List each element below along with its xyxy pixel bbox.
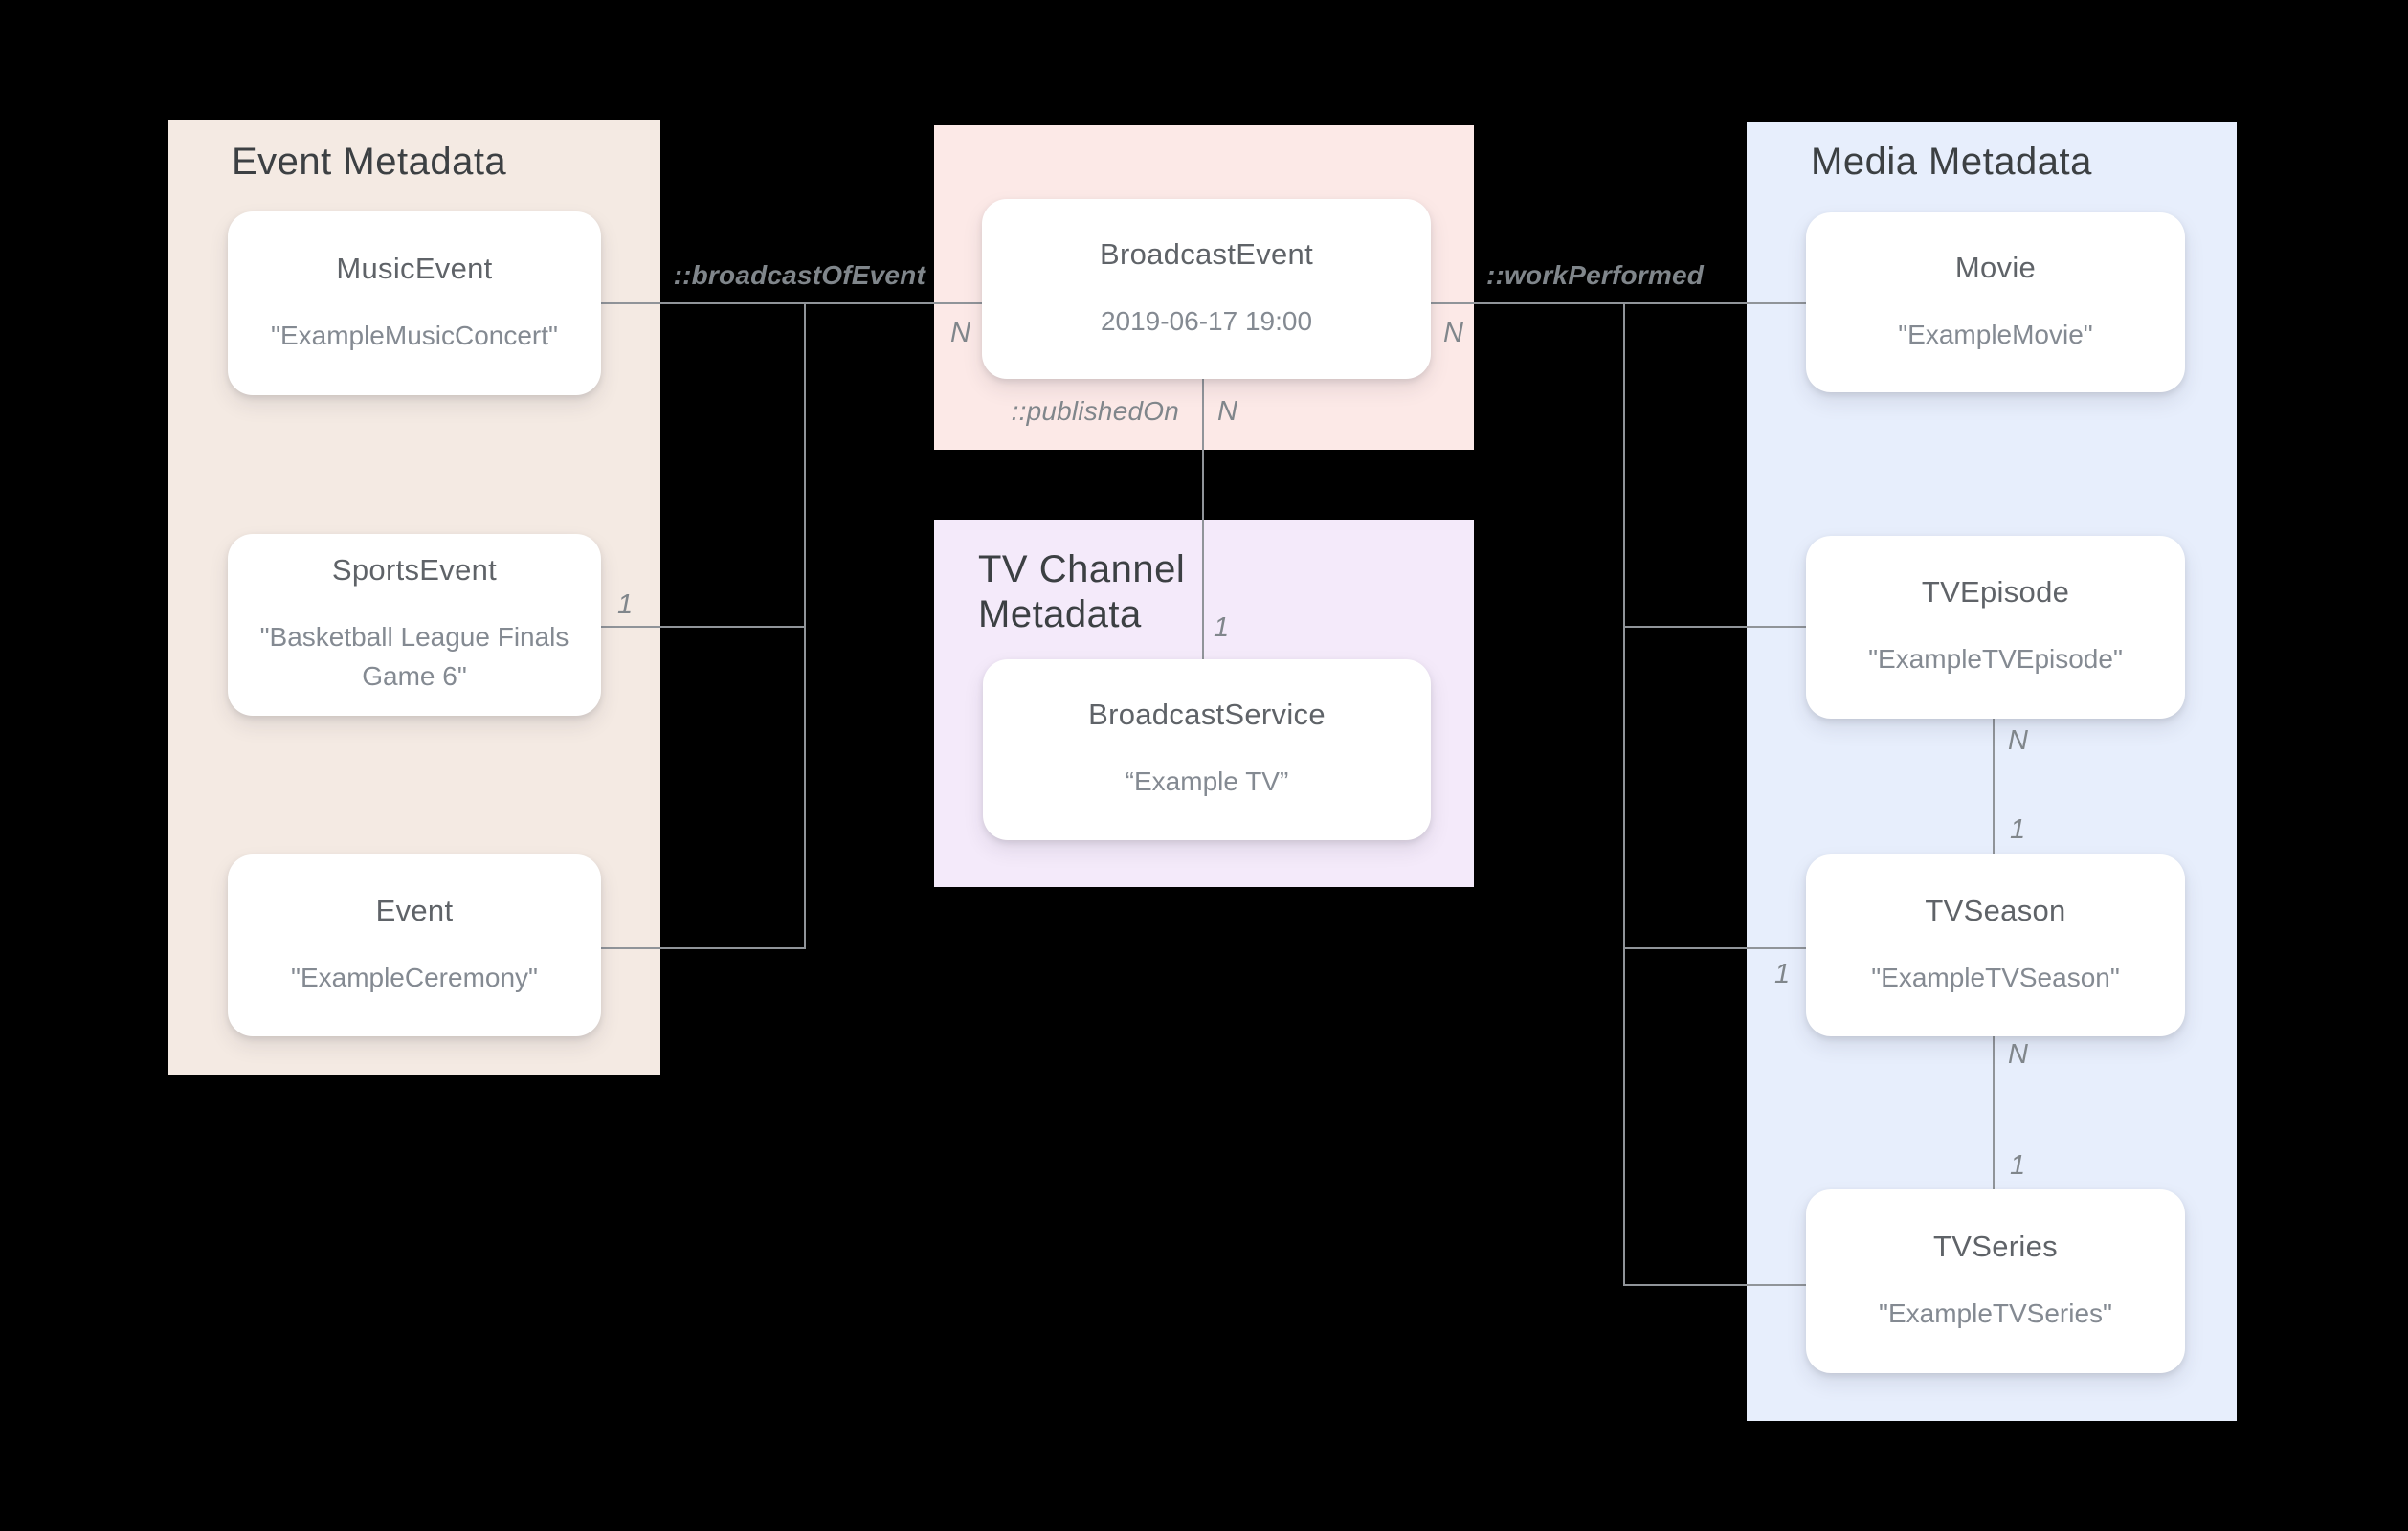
panel-title-tv-channel-metadata: TV Channel Metadata: [978, 548, 1186, 636]
cardinality-episode-season-n: N: [2008, 725, 2028, 756]
node-card-event: Event "ExampleCeremony": [228, 854, 601, 1036]
edge-tvseason-tvseries: [1993, 1036, 1995, 1189]
relation-label-publishedon: ::publishedOn: [1011, 396, 1179, 426]
edge-tvseason-branch: [1623, 947, 1806, 949]
edge-tvseries-branch: [1623, 1284, 1806, 1286]
edge-event-branch: [601, 947, 806, 949]
cardinality-workperformed-n: N: [1443, 318, 1463, 348]
cardinality-episode-season-1: 1: [2010, 814, 2026, 845]
cardinality-tvseason-branch-1: 1: [1774, 959, 1791, 989]
node-title: TVSeries: [1933, 1229, 2058, 1263]
node-value: "ExampleTVSeries": [1879, 1298, 2112, 1328]
relation-label-workperformed: ::workPerformed: [1486, 260, 1705, 290]
node-card-tvseason: TVSeason "ExampleTVSeason": [1806, 854, 2185, 1036]
node-value: "ExampleCeremony": [291, 962, 538, 992]
cardinality-season-series-1: 1: [2010, 1150, 2026, 1181]
node-value: "Basketball League Finals Game 6": [259, 622, 569, 691]
node-title: SportsEvent: [331, 553, 498, 588]
node-card-tvepisode: TVEpisode "ExampleTVEpisode": [1806, 536, 2185, 719]
cardinality-publishedon-1: 1: [1214, 612, 1230, 643]
node-value: "ExampleMusicConcert": [271, 320, 558, 350]
edge-musicevent-broadcastevent: [601, 302, 982, 304]
node-card-movie: Movie "ExampleMovie": [1806, 212, 2185, 392]
node-value: “Example TV”: [1125, 766, 1289, 797]
edge-media-group-trunk: [1623, 302, 1625, 1286]
edge-sportsevent-branch: [601, 626, 806, 628]
node-card-sportsevent: SportsEvent "Basketball League Finals Ga…: [228, 534, 601, 716]
node-value: "ExampleTVSeason": [1871, 962, 2120, 992]
edge-broadcastevent-movie: [1431, 302, 1806, 304]
edge-broadcastevent-broadcastservice: [1202, 379, 1204, 659]
node-title: Movie: [1954, 250, 2037, 284]
cardinality-season-series-n: N: [2008, 1039, 2028, 1070]
node-card-broadcastservice: BroadcastService “Example TV”: [983, 659, 1431, 840]
edge-tvepisode-tvseason: [1993, 719, 1995, 854]
relation-label-broadcastofevent: ::broadcastOfEvent: [673, 260, 925, 290]
node-title: TVEpisode: [1921, 575, 2070, 610]
node-card-broadcastevent: BroadcastEvent 2019-06-17 19:00: [982, 199, 1431, 379]
panel-title-media-metadata: Media Metadata: [1811, 141, 2092, 183]
cardinality-sportsevent-1: 1: [617, 589, 634, 620]
node-title: BroadcastService: [1088, 698, 1326, 732]
node-value: "ExampleMovie": [1898, 319, 2093, 349]
node-title: Event: [375, 893, 454, 927]
node-card-musicevent: MusicEvent "ExampleMusicConcert": [228, 211, 601, 395]
edge-tvepisode-branch: [1623, 626, 1806, 628]
node-value: "ExampleTVEpisode": [1868, 644, 2123, 675]
node-value: 2019-06-17 19:00: [1100, 305, 1313, 336]
node-card-tvseries: TVSeries "ExampleTVSeries": [1806, 1189, 2185, 1373]
node-title: MusicEvent: [336, 251, 493, 285]
panel-title-event-metadata: Event Metadata: [232, 141, 507, 183]
cardinality-publishedon-n: N: [1217, 396, 1237, 427]
node-title: TVSeason: [1925, 893, 2066, 927]
node-title: BroadcastEvent: [1099, 236, 1314, 271]
cardinality-broadcastofevent-n: N: [950, 318, 970, 348]
